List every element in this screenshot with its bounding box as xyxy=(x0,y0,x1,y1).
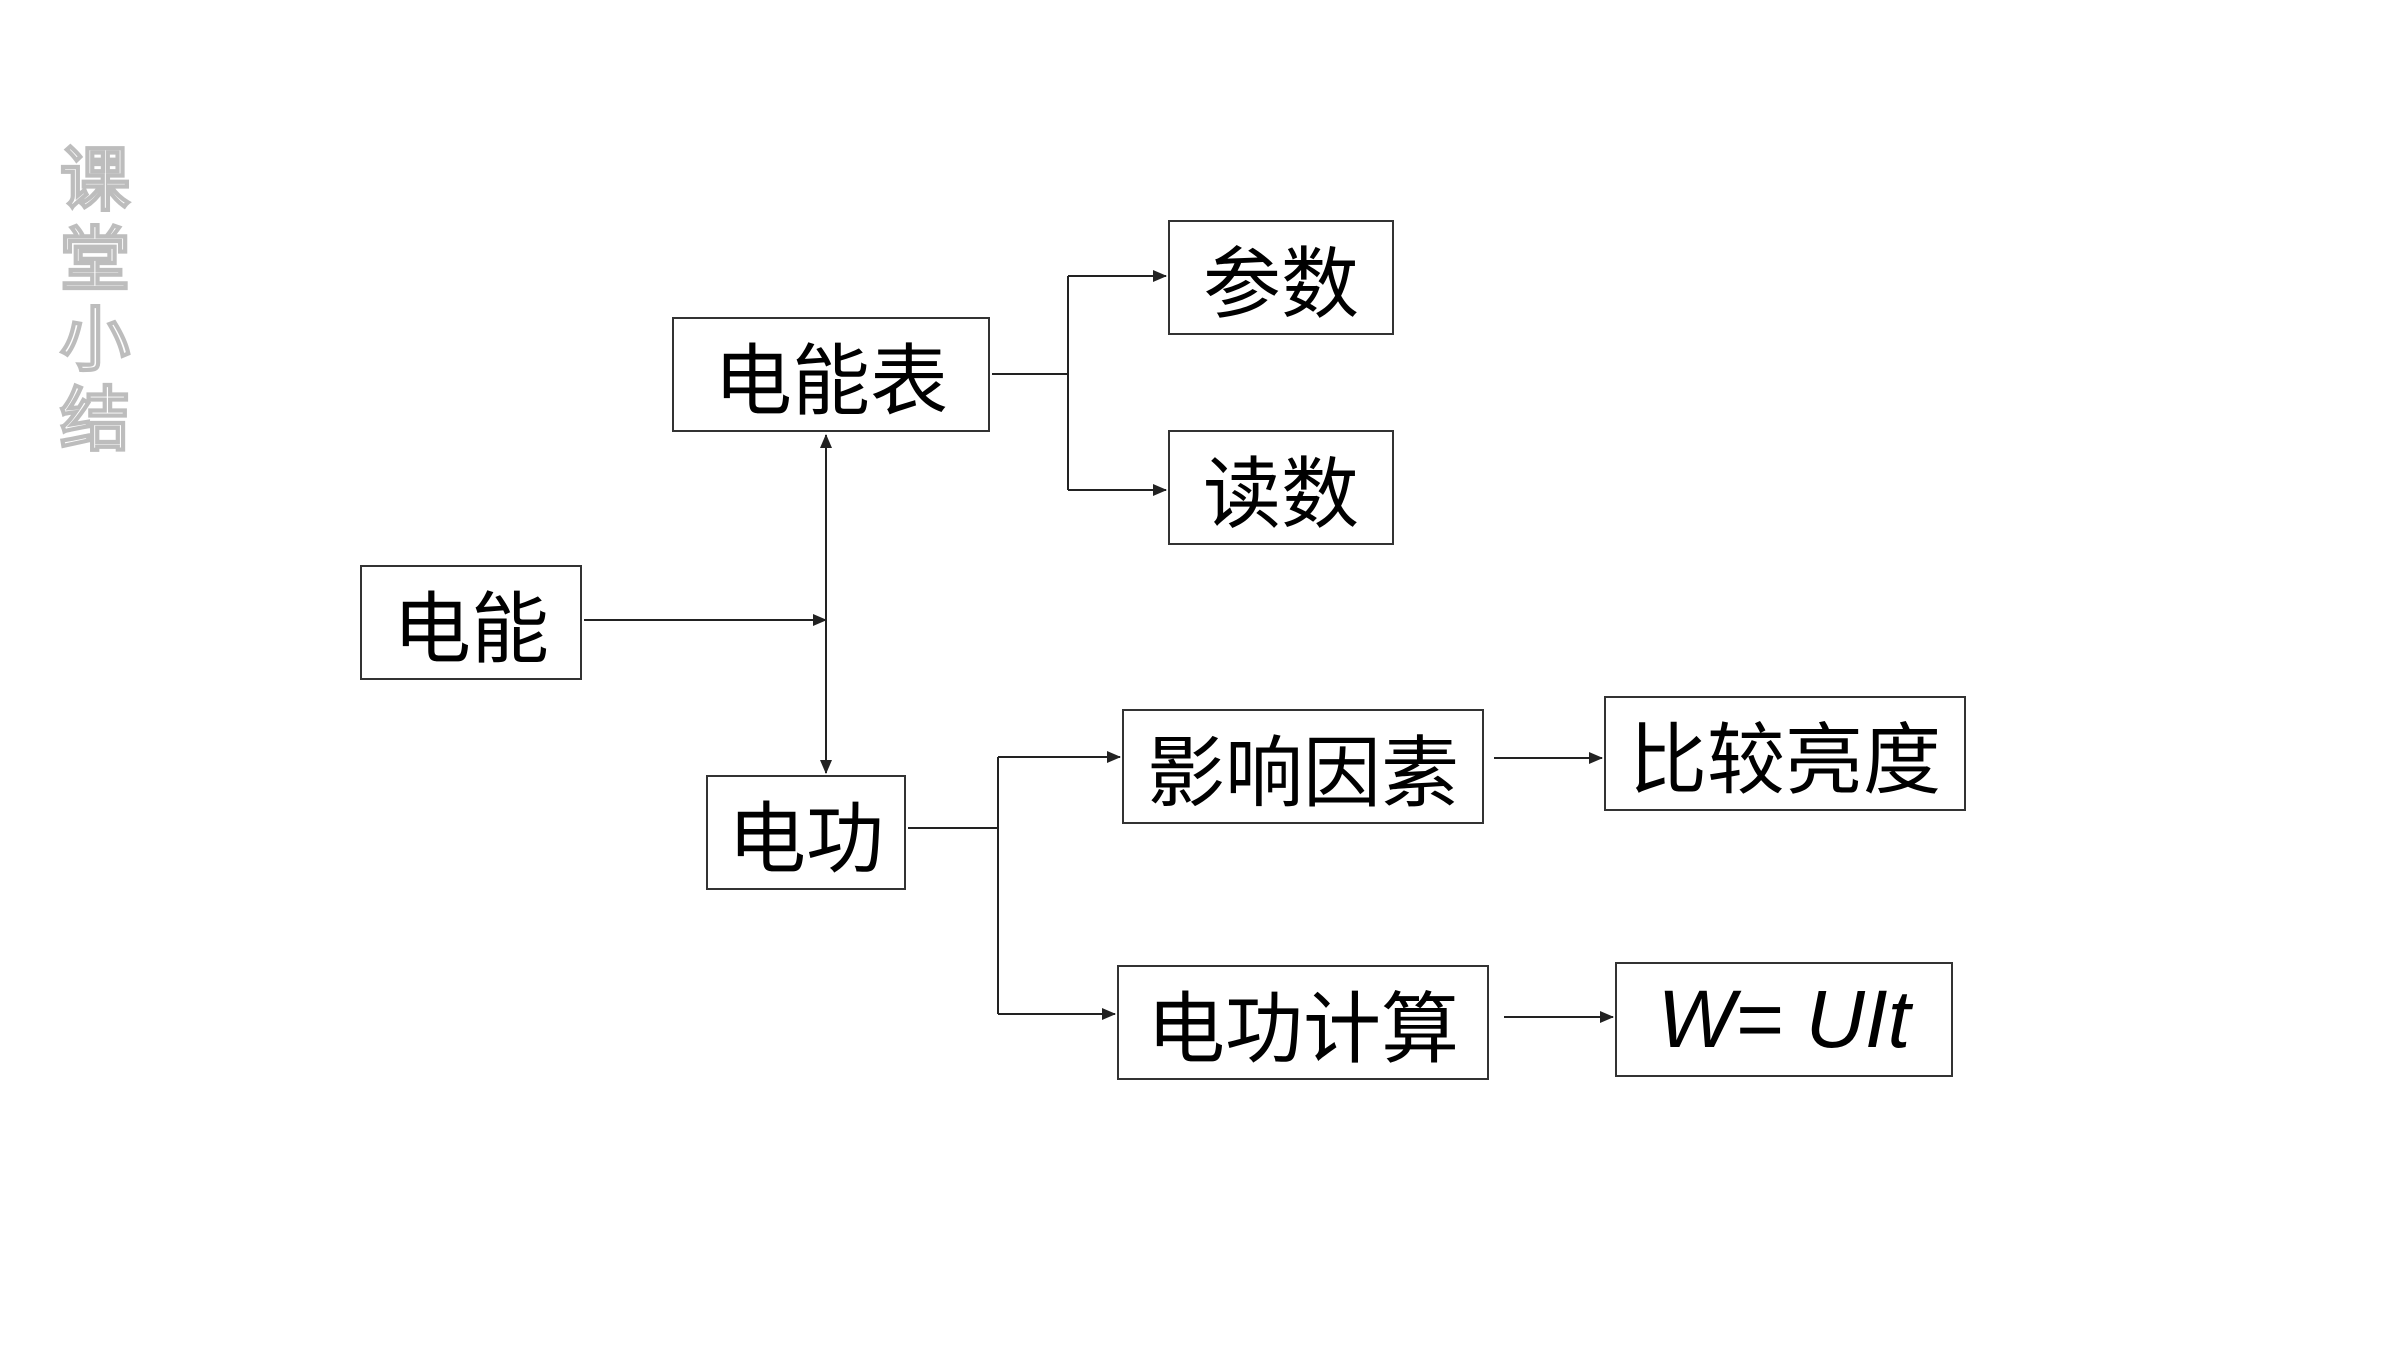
side-title: 课 堂 小 结 xyxy=(55,139,135,461)
side-title-char: 课 xyxy=(59,139,131,221)
node-formula: W= UIt xyxy=(1615,962,1953,1077)
node-reading: 读数 xyxy=(1168,430,1394,545)
node-energy: 电能 xyxy=(360,565,582,680)
side-title-char: 堂 xyxy=(59,219,131,301)
side-title-char: 小 xyxy=(59,299,131,381)
node-compare-brightness: 比较亮度 xyxy=(1604,696,1966,811)
node-influencing-factors: 影响因素 xyxy=(1122,709,1484,824)
side-title-char: 结 xyxy=(59,379,131,461)
node-electric-work: 电功 xyxy=(706,775,906,890)
node-parameters: 参数 xyxy=(1168,220,1394,335)
node-energy-meter: 电能表 xyxy=(672,317,990,432)
node-work-calculation: 电功计算 xyxy=(1117,965,1489,1080)
